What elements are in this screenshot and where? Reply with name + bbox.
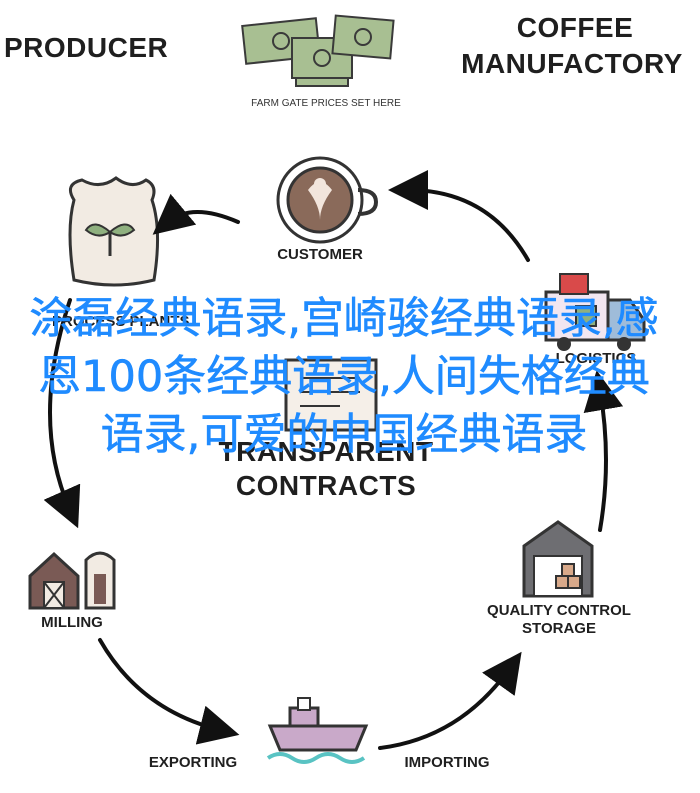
arrow-milling-to-exporting: [98, 638, 240, 745]
logistics-truck-icon: [544, 273, 646, 351]
quality-control-label-line1: QUALITY CONTROL: [487, 602, 631, 619]
customer-label: CUSTOMER: [277, 246, 363, 263]
arrow-sack-to-milling: [43, 298, 81, 529]
warehouse-icon: [522, 520, 594, 598]
quality-control-label-line2: STORAGE: [522, 620, 596, 637]
transparent-contracts-line1: TRANSPARENT: [218, 436, 434, 467]
coffee-manufactory-label-line1: COFFEE: [516, 12, 634, 43]
arrow-exporting-to-importing: [378, 651, 522, 750]
barn-silo-icon: [28, 551, 116, 610]
arrow-storage-to-logistics: [583, 370, 624, 532]
farm-gate-label: FARM GATE PRICES SET HERE: [251, 98, 401, 109]
overlay-caption: 涂磊经典语录,宫崎骏经典语录,感恩100条经典语录,人间失格经典语录,可爱的中国…: [29, 294, 659, 461]
arrow-customer-to-sack: [152, 193, 240, 235]
process-plants-label: PROCESS PLANTS: [52, 313, 190, 330]
cycle-arrows: [43, 170, 624, 750]
exporting-label: EXPORTING: [148, 754, 238, 771]
importing-label: IMPORTING: [404, 754, 490, 771]
producer-label: PRODUCER: [4, 32, 169, 63]
coffee-sack-icon: [68, 176, 160, 287]
money-stack-icon: [241, 14, 395, 87]
milling-label: MILLING: [41, 614, 103, 631]
transparent-contracts-line2: CONTRACTS: [235, 470, 417, 501]
arrow-logistics-to-customer: [388, 170, 530, 262]
coffee-manufactory-label-line2: MANUFACTORY: [461, 48, 683, 79]
contract-document-icon: [284, 358, 378, 432]
coffee-cup-icon: [276, 156, 379, 244]
logistics-label: LOGISTICS: [555, 350, 637, 367]
cargo-ship-icon: [266, 697, 369, 764]
